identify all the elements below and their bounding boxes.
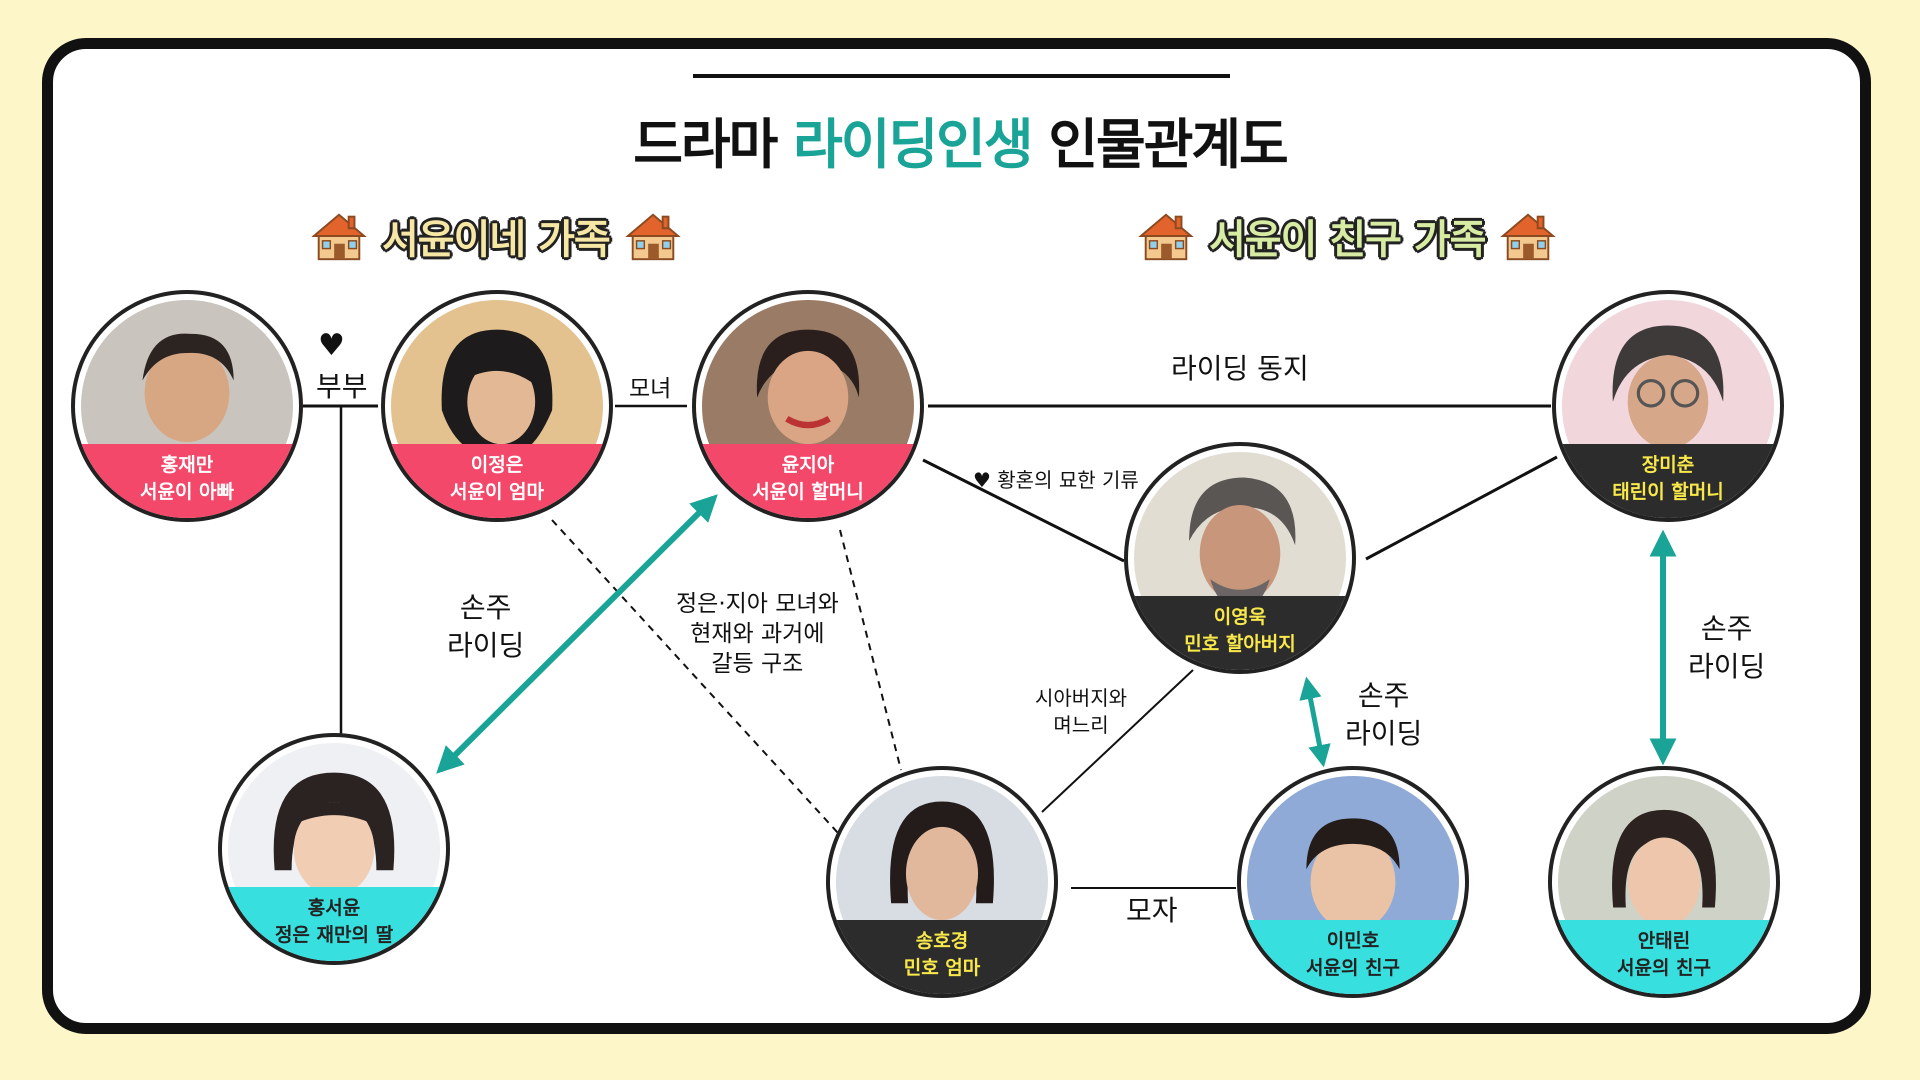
person-node-jeongeun[interactable]: 이정은 서윤이 엄마 — [381, 290, 613, 522]
person-node-taerin[interactable]: 안태린 서윤의 친구 — [1548, 766, 1780, 998]
title-highlight: 라이딩인생 — [793, 113, 1033, 176]
house-icon — [1138, 213, 1194, 261]
title-prefix: 드라마 — [633, 113, 778, 176]
arrow-grandchild-youngwook-minho — [1299, 676, 1331, 768]
label-grandchild-riding-3: 손주 라이딩 — [1688, 612, 1766, 683]
person-name: 이정은 — [470, 454, 524, 476]
person-name: 장미춘 — [1641, 454, 1695, 476]
person-node-jaeman[interactable]: 홍재만 서윤이 아빠 — [71, 290, 303, 522]
label-mother-daughter: 모녀 — [629, 376, 672, 402]
edge-inlaw — [1041, 669, 1194, 813]
person-label: 홍재만 서윤이 아빠 — [75, 444, 299, 518]
person-role: 정은 재만의 딸 — [274, 924, 394, 946]
person-role: 태린이 할머니 — [1612, 481, 1724, 503]
person-node-hokyung[interactable]: 송호경 민호 엄마 — [826, 766, 1058, 998]
person-label: 안태린 서윤의 친구 — [1552, 920, 1776, 994]
person-node-seoyun[interactable]: 홍서윤 정은 재만의 딸 — [218, 733, 450, 965]
person-node-minho[interactable]: 이민호 서윤의 친구 — [1237, 766, 1469, 998]
label-grandchild-riding-1: 손주 라이딩 — [447, 591, 525, 662]
person-role: 민호 할아버지 — [1184, 633, 1296, 655]
title-suffix: 인물관계도 — [1048, 113, 1288, 176]
arrow-grandchild-jia-seoyun — [436, 494, 718, 774]
person-role: 서윤이 엄마 — [449, 481, 544, 503]
label-twilight: ♥ 황혼의 묘한 기류 — [973, 468, 1139, 492]
person-name: 송호경 — [915, 930, 969, 952]
edge-youngwook-michun — [1365, 455, 1558, 561]
person-label: 윤지아 서윤이 할머니 — [696, 444, 920, 518]
house-icon — [1500, 213, 1557, 261]
person-node-michun[interactable]: 장미춘 태린이 할머니 — [1552, 290, 1784, 522]
person-role: 서윤의 친구 — [1305, 957, 1400, 979]
person-label: 송호경 민호 엄마 — [830, 920, 1054, 994]
group-title-right-text: 서윤이 친구 가족 — [1209, 217, 1486, 263]
label-riding-buddy: 라이딩 동지 — [1171, 352, 1309, 385]
label-mother-son: 모자 — [1126, 894, 1178, 927]
person-name: 윤지아 — [781, 454, 835, 476]
group-title-left: 서윤이네 가족 — [310, 206, 682, 266]
person-label: 이민호 서윤의 친구 — [1241, 920, 1465, 994]
person-node-youngwook[interactable]: 이영욱 민호 할아버지 — [1124, 442, 1356, 674]
person-role: 서윤의 친구 — [1616, 957, 1711, 979]
group-title-right: 서윤이 친구 가족 — [1137, 206, 1557, 266]
title-underline — [693, 74, 1230, 78]
label-couple: 부부 — [316, 370, 368, 403]
person-name: 홍재만 — [160, 454, 214, 476]
edge-twilight — [922, 458, 1125, 563]
person-label: 이영욱 민호 할아버지 — [1128, 596, 1352, 670]
heart-icon: ♥ — [318, 328, 345, 363]
person-label: 장미춘 태린이 할머니 — [1556, 444, 1780, 518]
person-role: 민호 엄마 — [903, 957, 981, 979]
label-grandchild-riding-2: 손주 라이딩 — [1345, 679, 1423, 750]
group-title-left-text: 서윤이네 가족 — [382, 217, 611, 263]
label-conflict: 정은·지아 모녀와 현재와 과거에 갈등 구조 — [676, 591, 839, 677]
label-inlaw: 시아버지와 며느리 — [1035, 686, 1127, 737]
person-node-jia[interactable]: 윤지아 서윤이 할머니 — [692, 290, 924, 522]
person-role: 서윤이 아빠 — [139, 481, 234, 503]
person-label: 홍서윤 정은 재만의 딸 — [222, 887, 446, 961]
page-title: 드라마 라이딩인생 인물관계도 — [0, 100, 1920, 179]
house-icon — [311, 213, 367, 261]
house-icon — [624, 213, 681, 261]
person-label: 이정은 서윤이 엄마 — [385, 444, 609, 518]
edge-conflict-jia — [839, 529, 902, 771]
person-name: 안태린 — [1637, 930, 1691, 952]
person-name: 이영욱 — [1213, 606, 1267, 628]
person-name: 홍서윤 — [307, 897, 361, 919]
person-name: 이민호 — [1326, 930, 1380, 952]
person-role: 서윤이 할머니 — [752, 481, 864, 503]
